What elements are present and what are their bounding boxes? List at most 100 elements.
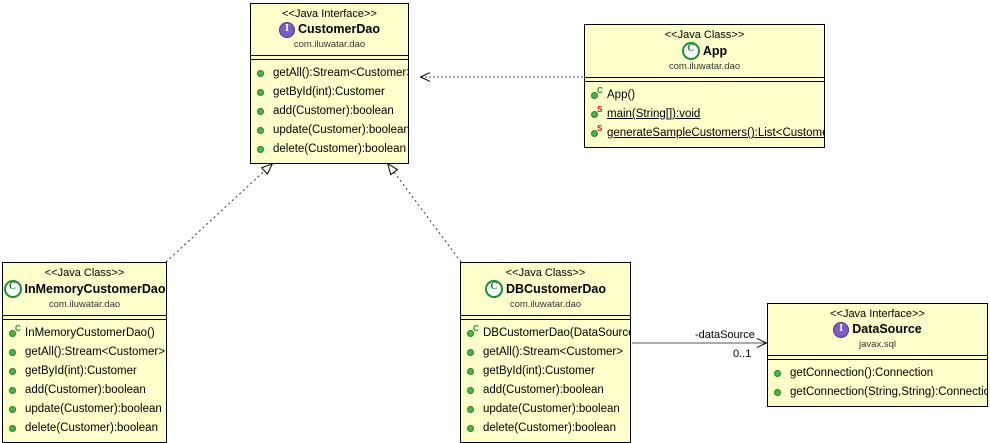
member-row[interactable]: getAll():Stream<Customer>: [8, 343, 165, 362]
member-label: generateSampleCustomers():List<Customer>: [607, 127, 825, 139]
edge-label-datasource-role: -dataSource: [695, 329, 755, 341]
static-badge-icon: S: [597, 124, 603, 133]
member-label: delete(Customer):boolean: [483, 422, 616, 434]
stereotype-label: <<Java Interface>>: [282, 8, 377, 20]
member-row[interactable]: C InMemoryCustomerDao(): [8, 324, 164, 343]
class-header-in-memory-customer-dao: <<Java Class>> InMemoryCustomerDao com.i…: [3, 263, 166, 316]
method-bullet-icon: [256, 105, 269, 118]
member-label: getById(int):Customer: [273, 86, 385, 98]
method-bullet-icon: [256, 86, 269, 99]
method-bullet-icon: [466, 403, 479, 416]
attributes-compartment: [768, 356, 987, 360]
class-icon: [3, 280, 22, 298]
member-label: getConnection():Connection: [790, 367, 934, 379]
static-badge-icon: S: [597, 105, 603, 114]
edge-label-datasource-multiplicity: 0..1: [733, 348, 752, 360]
member-row[interactable]: update(Customer):boolean: [466, 400, 628, 419]
member-label: getAll():Stream<Customer>: [25, 346, 165, 358]
package-label: com.iluwatar.dao: [509, 299, 582, 310]
method-bullet-icon: [8, 346, 21, 359]
class-box-db-customer-dao[interactable]: <<Java Class>> DBCustomerDao com.iluwata…: [460, 262, 631, 443]
package-label: com.iluwatar.dao: [668, 61, 741, 72]
member-row[interactable]: C App(): [590, 86, 822, 105]
type-name-row: InMemoryCustomerDao: [3, 280, 166, 298]
class-header-customer-dao: <<Java Interface>> CustomerDao com.iluwa…: [251, 4, 408, 56]
member-row[interactable]: delete(Customer):boolean: [256, 140, 406, 159]
method-bullet-icon: [8, 384, 21, 397]
attributes-compartment: [585, 78, 824, 82]
method-bullet-icon: C: [590, 86, 603, 102]
methods-compartment-in-memory-customer-dao: C InMemoryCustomerDao() getAll():Stream<…: [3, 320, 166, 442]
member-label: add(Customer):boolean: [25, 384, 146, 396]
class-icon: [681, 42, 700, 60]
member-label: add(Customer):boolean: [483, 384, 604, 396]
member-row[interactable]: getConnection():Connection: [773, 364, 985, 383]
member-row[interactable]: add(Customer):boolean: [466, 381, 628, 400]
method-bullet-icon: S: [590, 105, 603, 121]
member-label: getConnection(String,String):Connection: [790, 386, 988, 398]
class-header-db-customer-dao: <<Java Class>> DBCustomerDao com.iluwata…: [461, 263, 630, 316]
method-bullet-icon: [256, 143, 269, 156]
methods-compartment-customer-dao: getAll():Stream<Customer> getById(int):C…: [251, 60, 408, 163]
method-bullet-icon: [8, 365, 21, 378]
method-bullet-icon: C: [466, 324, 479, 340]
edge-inmemory-implements-customerdao: [165, 162, 274, 263]
interface-icon: [833, 321, 850, 338]
constructor-badge-icon: C: [597, 86, 603, 95]
member-label: update(Customer):boolean: [483, 403, 620, 415]
class-box-in-memory-customer-dao[interactable]: <<Java Class>> InMemoryCustomerDao com.i…: [2, 262, 167, 443]
member-row[interactable]: update(Customer):boolean: [8, 400, 164, 419]
interface-icon: [279, 21, 296, 38]
member-row[interactable]: add(Customer):boolean: [256, 102, 406, 121]
type-name-row: DBCustomerDao: [465, 280, 626, 298]
member-label: getAll():Stream<Customer>: [483, 346, 623, 358]
method-bullet-icon: S: [590, 124, 603, 140]
attributes-compartment: [251, 56, 408, 60]
class-header-data-source: <<Java Interface>> DataSource javax.sql: [768, 304, 987, 356]
method-bullet-icon: [466, 346, 479, 359]
method-bullet-icon: C: [8, 324, 21, 340]
attributes-compartment: [461, 316, 630, 320]
member-label: update(Customer):boolean: [25, 403, 162, 415]
edge-db-implements-customerdao: [386, 162, 462, 263]
member-row[interactable]: getById(int):Customer: [466, 362, 628, 381]
member-row[interactable]: getById(int):Customer: [8, 362, 164, 381]
method-bullet-icon: [256, 67, 269, 80]
methods-compartment-db-customer-dao: C DBCustomerDao(DataSource) getAll():Str…: [461, 320, 630, 442]
member-row[interactable]: S main(String[]):void: [590, 105, 822, 124]
methods-compartment-app: C App() S main(String[]):void S generate…: [585, 82, 824, 147]
stereotype-label: <<Java Class>>: [44, 267, 125, 279]
class-name: DataSource: [852, 322, 922, 336]
member-label: InMemoryCustomerDao(): [25, 327, 155, 339]
member-row[interactable]: delete(Customer):boolean: [466, 419, 628, 438]
method-bullet-icon: [466, 422, 479, 435]
stereotype-label: <<Java Class>>: [505, 267, 586, 279]
method-bullet-icon: [8, 422, 21, 435]
member-row[interactable]: add(Customer):boolean: [8, 381, 164, 400]
member-row[interactable]: getAll():Stream<Customer>: [466, 343, 628, 362]
class-header-app: <<Java Class>> App com.iluwatar.dao: [585, 25, 824, 78]
method-bullet-icon: [773, 386, 786, 399]
member-row[interactable]: C DBCustomerDao(DataSource): [466, 324, 631, 343]
method-bullet-icon: [773, 367, 786, 380]
method-bullet-icon: [466, 384, 479, 397]
member-row[interactable]: S generateSampleCustomers():List<Custome…: [590, 124, 825, 143]
member-label: DBCustomerDao(DataSource): [483, 327, 631, 339]
methods-compartment-data-source: getConnection():Connection getConnection…: [768, 360, 987, 406]
stereotype-label: <<Java Class>>: [664, 29, 745, 41]
class-icon: [484, 280, 503, 298]
member-label: update(Customer):boolean: [273, 124, 409, 136]
member-label: getById(int):Customer: [25, 365, 137, 377]
type-name-row: App: [589, 42, 820, 60]
class-box-customer-dao[interactable]: <<Java Interface>> CustomerDao com.iluwa…: [250, 3, 409, 164]
class-box-app[interactable]: <<Java Class>> App com.iluwatar.dao C Ap…: [584, 24, 825, 148]
member-row[interactable]: getAll():Stream<Customer>: [256, 64, 408, 83]
member-row[interactable]: delete(Customer):boolean: [8, 419, 164, 438]
constructor-badge-icon: C: [15, 324, 21, 333]
member-row[interactable]: getConnection(String,String):Connection: [773, 383, 988, 402]
member-row[interactable]: getById(int):Customer: [256, 83, 406, 102]
class-box-data-source[interactable]: <<Java Interface>> DataSource javax.sql …: [767, 303, 988, 407]
member-row[interactable]: update(Customer):boolean: [256, 121, 409, 140]
package-label: com.iluwatar.dao: [293, 39, 366, 50]
class-name: App: [702, 43, 728, 58]
